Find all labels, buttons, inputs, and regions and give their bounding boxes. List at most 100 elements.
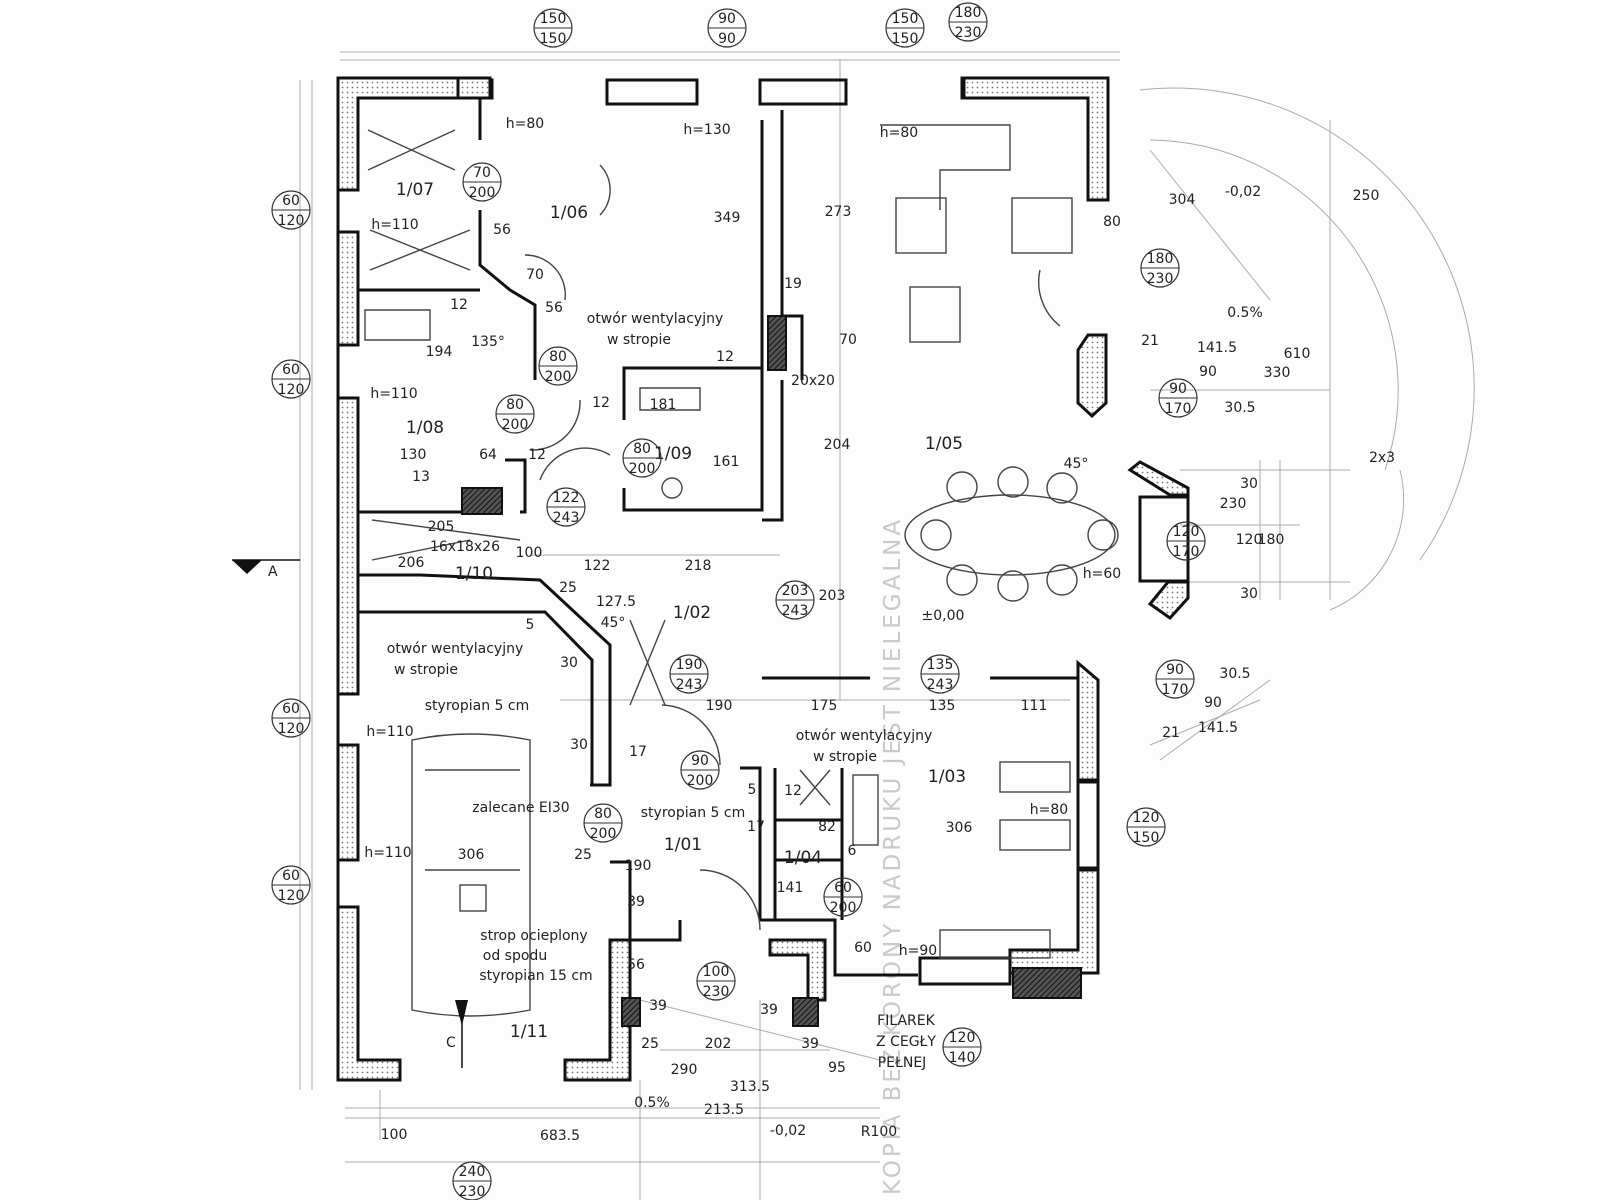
section-marker-c: C — [446, 1000, 468, 1068]
dimension-label: 30 — [570, 737, 588, 753]
opening-width: 60 — [282, 193, 300, 209]
opening-height: 200 — [469, 185, 496, 201]
annotation-note: styropian 5 cm — [425, 698, 529, 714]
dimension-label: 306 — [458, 847, 485, 863]
opening-width: 90 — [1166, 662, 1184, 678]
annotation-note: w stropie — [607, 332, 671, 348]
section-marker-a: A — [232, 559, 300, 580]
opening-height: 120 — [278, 213, 305, 229]
dimension-label: 39 — [627, 894, 645, 910]
opening-height: 140 — [949, 1050, 976, 1066]
opening-height: 243 — [782, 603, 809, 619]
dimension-label: 330 — [1264, 365, 1291, 381]
dimension-label: h=80 — [506, 116, 544, 132]
annotation-note: 20x20 — [791, 373, 835, 389]
room-label: 1/04 — [784, 848, 822, 868]
room-label: 1/05 — [925, 434, 963, 454]
opening-height: 120 — [278, 888, 305, 904]
dimension-label: 82 — [818, 819, 836, 835]
dimension-label: h=60 — [1083, 566, 1121, 582]
opening-width: 90 — [691, 753, 709, 769]
opening-width: 120 — [1133, 810, 1160, 826]
annotation-note: od spodu — [483, 948, 547, 964]
opening-width: 150 — [540, 11, 567, 27]
dimension-label: 273 — [825, 204, 852, 220]
dimension-label: 203 — [819, 588, 846, 604]
dimension-label: 90 — [1204, 695, 1222, 711]
dimension-label: 313.5 — [730, 1079, 770, 1095]
dimension-label: 12 — [528, 447, 546, 463]
dimension-label: 0.5% — [634, 1095, 670, 1111]
dimension-label: 111 — [1021, 698, 1048, 714]
interior-walls — [336, 78, 1078, 1080]
opening-width: 240 — [459, 1164, 486, 1180]
dimension-label: 56 — [493, 222, 511, 238]
section-marker-label: A — [268, 564, 278, 580]
dimension-label: 190 — [706, 698, 733, 714]
opening-height: 170 — [1162, 682, 1189, 698]
dimension-label: 70 — [526, 267, 544, 283]
dimension-lines — [299, 51, 1475, 1200]
dimension-label: 683.5 — [540, 1128, 580, 1144]
dimension-label: 25 — [574, 847, 592, 863]
opening-width: 203 — [782, 583, 809, 599]
dimension-label: 64 — [479, 447, 497, 463]
annotation-note: styropian 5 cm — [641, 805, 745, 821]
opening-height: 150 — [1133, 830, 1160, 846]
dimension-label: 206 — [398, 555, 425, 571]
dimension-label: R100 — [861, 1124, 897, 1140]
opening-width: 60 — [282, 701, 300, 717]
dimension-label: 16x18x26 — [430, 539, 500, 555]
annotation-note: FILAREK — [877, 1013, 935, 1029]
annotation-note: zalecane EI30 — [472, 800, 569, 816]
dimension-label: 202 — [705, 1036, 732, 1052]
dimension-label: 25 — [641, 1036, 659, 1052]
dimension-label: 39 — [760, 1002, 778, 1018]
dimension-label: h=110 — [364, 845, 411, 861]
room-label: 1/06 — [550, 203, 588, 223]
opening-width: 90 — [1169, 381, 1187, 397]
dimension-label: 12 — [716, 349, 734, 365]
dimension-label: 204 — [824, 437, 851, 453]
dimension-label: 21 — [1141, 333, 1159, 349]
opening-width: 150 — [892, 11, 919, 27]
dimension-label: 141 — [777, 880, 804, 896]
dimension-label: 141.5 — [1197, 340, 1237, 356]
dimension-label: 5 — [526, 617, 535, 633]
chimney — [461, 315, 1082, 1027]
opening-width: 80 — [549, 349, 567, 365]
dimension-label: 45° — [1064, 456, 1089, 472]
opening-height: 120 — [278, 721, 305, 737]
dimension-label: 122 — [584, 558, 611, 574]
opening-labels: 1501509090150150180230601206012060120601… — [271, 2, 1206, 1200]
dimension-label: 12 — [784, 783, 802, 799]
dimension-label: 120 — [1236, 532, 1263, 548]
dimension-label: 100 — [381, 1127, 408, 1143]
dimension-label: 290 — [671, 1062, 698, 1078]
dimension-label: h=110 — [371, 217, 418, 233]
dimension-label: 5 — [748, 782, 757, 798]
dimension-label: 13 — [412, 469, 430, 485]
dimension-label: 213.5 — [704, 1102, 744, 1118]
dimension-label: 70 — [839, 332, 857, 348]
opening-height: 200 — [590, 826, 617, 842]
annotation-note: PEŁNEJ — [878, 1055, 927, 1071]
room-label: 1/02 — [673, 603, 711, 623]
